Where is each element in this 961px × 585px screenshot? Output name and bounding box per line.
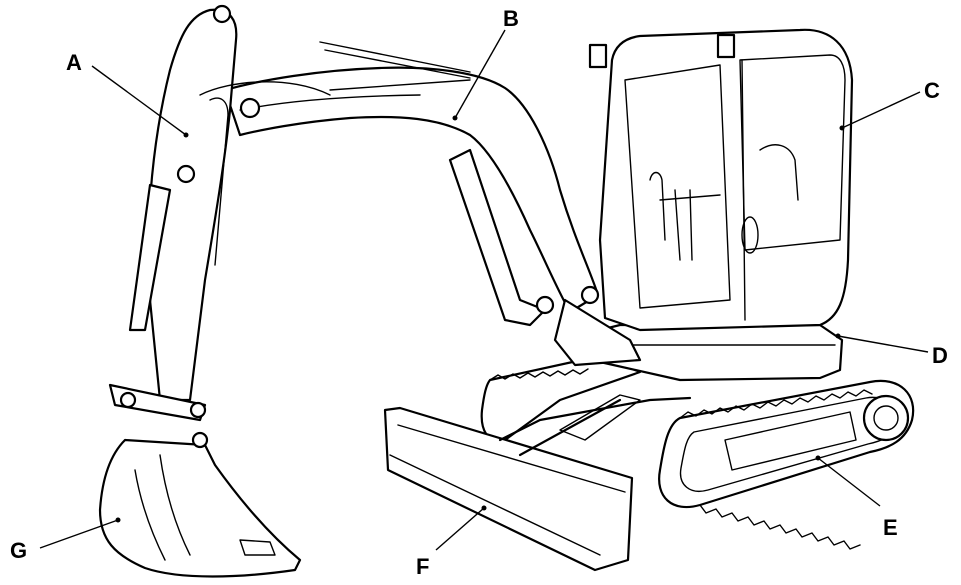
- arm: [108, 4, 331, 422]
- right-track: [658, 379, 915, 550]
- boom: [223, 41, 642, 367]
- left-track: [480, 354, 642, 443]
- leader-lines: [39, 29, 929, 551]
- label-b: B: [503, 6, 519, 31]
- label-g: G: [10, 538, 27, 563]
- label-d: D: [932, 343, 948, 368]
- label-c: C: [924, 78, 940, 103]
- dozer-blade: [383, 394, 692, 572]
- cab: [588, 28, 854, 332]
- label-e: E: [883, 515, 898, 540]
- label-a: A: [66, 50, 82, 75]
- bucket: [98, 431, 302, 578]
- label-f: F: [416, 554, 429, 579]
